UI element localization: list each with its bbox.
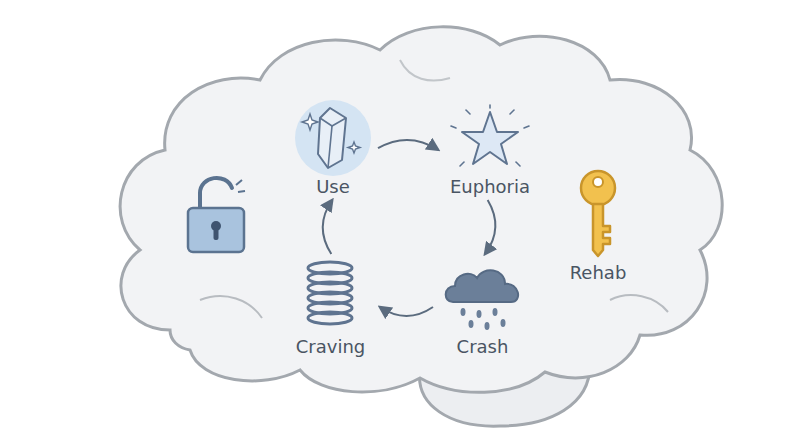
spring-icon (283, 256, 378, 336)
step-label: Craving (283, 336, 378, 358)
padlock-icon (188, 178, 245, 252)
sulcus-line (200, 296, 262, 318)
step-label: Use (290, 176, 376, 198)
step-label: Crash (435, 336, 530, 358)
sulcus-line (400, 60, 450, 81)
key-label: Rehab (560, 262, 636, 283)
cycle-step: Euphoria (440, 104, 540, 198)
brain-outline (120, 27, 722, 392)
cycle-step: Craving (283, 256, 378, 358)
cycle-arrow (380, 307, 433, 316)
sulcus-line (610, 295, 668, 312)
crystal-icon (290, 96, 376, 176)
step-label: Euphoria (440, 176, 540, 198)
cycle-arrow (378, 140, 438, 150)
cycle-arrow (485, 200, 495, 254)
cycle-step: Crash (435, 256, 530, 358)
rain-cloud-icon (435, 256, 530, 334)
key-icon (581, 171, 615, 256)
cycle-arrow (323, 200, 332, 254)
cycle-step: Use (290, 96, 376, 198)
star-icon (440, 104, 540, 174)
